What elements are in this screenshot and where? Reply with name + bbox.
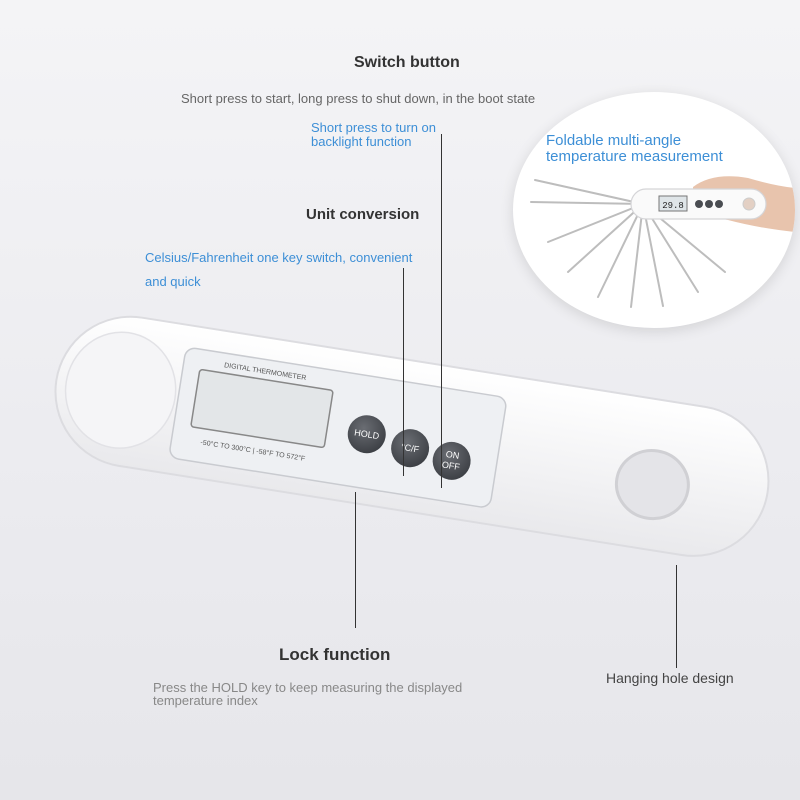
inset-button [705, 200, 713, 208]
probe-angle [534, 179, 644, 205]
lock-title: Lock function [279, 645, 391, 664]
backlight-note-line-1: Short press to turn on [311, 120, 437, 135]
unit-toggle-button[interactable] [388, 426, 431, 469]
inset-title-line-2: temperature measurement [546, 148, 723, 165]
foldable-inset: 29.8 [513, 92, 795, 328]
inset-button [695, 200, 703, 208]
switch-title: Switch button [354, 54, 460, 71]
lock-desc-line-2: temperature index [153, 693, 258, 708]
inset-title: Foldable multi-angle temperature measure… [546, 133, 723, 165]
unit-desc-line-1: Celsius/Fahrenheit one key switch, conve… [145, 250, 413, 265]
hanging-hole [614, 448, 690, 521]
inset-screen-value: 29.8 [662, 201, 684, 211]
probe-angle [530, 201, 644, 205]
foldable-probe-illustration: 29.8 [530, 176, 795, 308]
probe-hinge-cap [64, 331, 177, 449]
hole-label: Hanging hole design [606, 670, 734, 686]
probe-angle [642, 203, 664, 307]
hold-button-label: HOLD [354, 427, 381, 441]
inset-title-line-1: Foldable multi-angle [546, 132, 682, 149]
power-off-label: OFF [441, 459, 461, 472]
switch-leader-line [441, 134, 442, 488]
inset-lcd [658, 195, 688, 212]
unit-toggle-label: °C/F [400, 442, 420, 455]
unit-desc: Celsius/Fahrenheit one key switch, conve… [145, 246, 412, 294]
hole-leader-line [676, 565, 677, 668]
probe-angle [547, 203, 644, 243]
unit-leader-line [403, 268, 404, 476]
probe-angle [597, 203, 644, 298]
hold-button[interactable] [345, 412, 388, 455]
power-button[interactable] [430, 439, 473, 482]
backlight-note-line-2: backlight function [311, 134, 412, 149]
power-on-label: ON [445, 449, 460, 461]
inset-hanging-hole [742, 197, 756, 211]
lcd-screen [190, 369, 334, 449]
probe-angle [567, 203, 644, 273]
lock-desc: Press the HOLD key to keep measuring the… [153, 681, 462, 707]
backlight-note: Short press to turn on backlight functio… [311, 121, 436, 149]
inset-button [715, 200, 723, 208]
unit-desc-line-2: and quick [145, 274, 201, 289]
lock-leader-line [355, 492, 356, 628]
unit-title: Unit conversion [306, 206, 420, 223]
probe-angle [630, 203, 644, 308]
switch-desc: Short press to start, long press to shut… [181, 91, 536, 106]
lock-desc-line-1: Press the HOLD key to keep measuring the… [153, 680, 463, 695]
